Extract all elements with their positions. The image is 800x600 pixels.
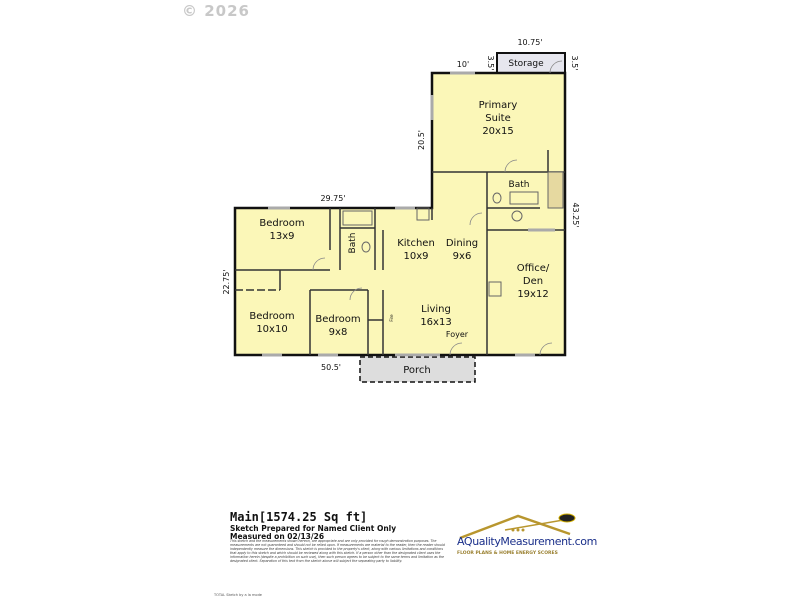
dim-right-side: 43.25': [571, 202, 580, 227]
tub-icon: [511, 210, 523, 222]
copyright-watermark: © 2026: [182, 2, 250, 20]
shower-icon: [547, 171, 564, 209]
dim-wing-left: 22.75': [222, 269, 231, 294]
dim-storage-left: 3.5': [486, 56, 495, 71]
fireplace-icon: [488, 281, 502, 297]
room-porch: Porch: [403, 365, 431, 376]
room-hall-bath: Bath: [348, 233, 358, 254]
porch: [359, 356, 476, 383]
area-title: Main[1574.25 Sq ft]: [230, 510, 368, 524]
logo-brand: AQualityMeasurement.com: [457, 535, 597, 548]
dim-storage-right: 3.5': [570, 56, 579, 71]
toilet-icon: [492, 192, 502, 204]
company-logo: AQualityMeasurement.com FLOOR PLANS & HO…: [455, 510, 597, 570]
dim-primary-left: 20.5': [417, 130, 426, 150]
room-foyer: Foyer: [446, 330, 469, 339]
windows: [262, 71, 555, 357]
dim-storage-width: 10.75': [517, 38, 542, 47]
interior-walls: [235, 150, 565, 355]
footer-credit: TOTAL Sketch by a la mode: [214, 593, 262, 597]
fireplace-label: Fire: [389, 314, 394, 322]
double-sink-icon: [509, 191, 539, 205]
measured-date: Measured on 02/13/26: [230, 532, 325, 541]
house-roof-logo-icon: [459, 513, 576, 540]
logo-tagline: FLOOR PLANS & HOME ENERGY SCORES: [457, 551, 558, 556]
range-icon: [416, 207, 430, 221]
dim-primary-top: 10': [457, 60, 469, 69]
toilet-icon: [361, 241, 371, 253]
dim-bottom: 50.5': [321, 363, 341, 372]
door-swings: [312, 60, 563, 356]
disclaimer: This sketch and the measurements shown h…: [230, 539, 445, 563]
bathtub-icon: [342, 210, 373, 226]
prepared-note: Sketch Prepared for Named Client Only: [230, 524, 397, 533]
room-storage: Storage: [508, 59, 544, 69]
dim-wing-top: 29.75': [320, 194, 345, 203]
room-primary-bath: Bath: [509, 180, 530, 190]
